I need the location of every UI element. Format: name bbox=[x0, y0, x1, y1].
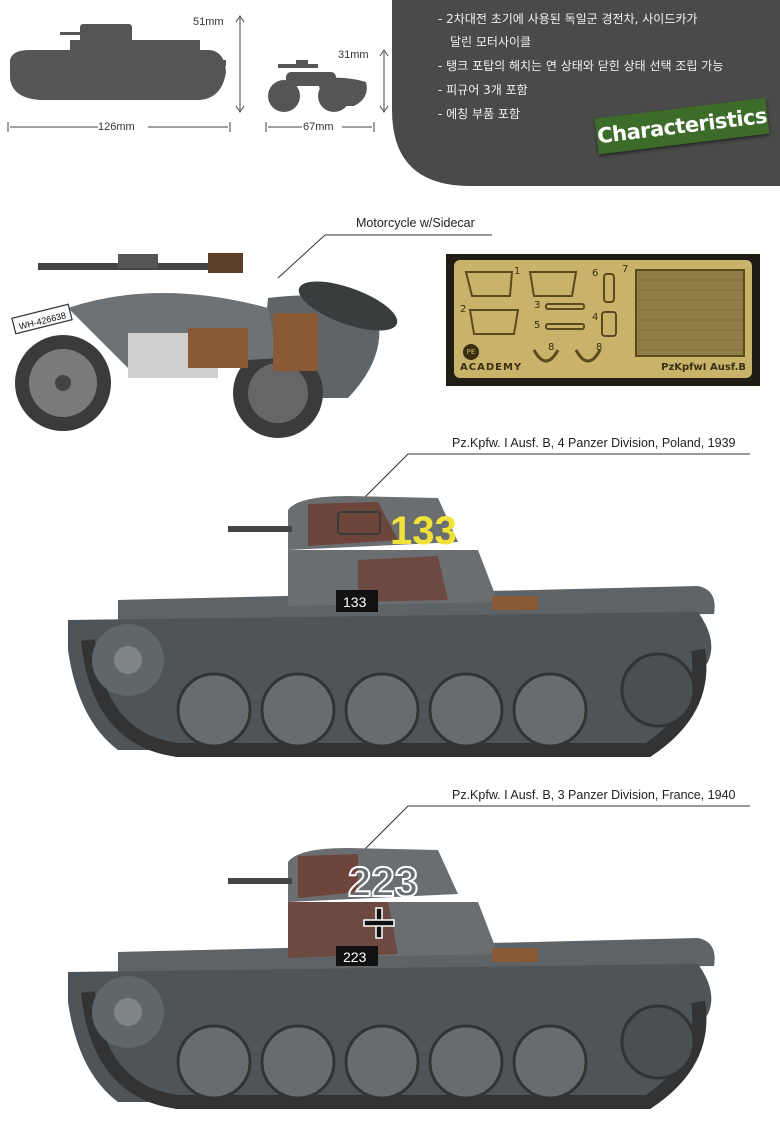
photo-etch-parts bbox=[464, 269, 745, 363]
tank1-caption: Pz.Kpfw. I Ausf. B, 4 Panzer Division, P… bbox=[452, 436, 736, 450]
feature-item-2: - 탱크 포탑의 해치는 연 상태와 닫힌 상태 선택 조립 가능 bbox=[438, 59, 724, 73]
tank1-turret-number: 133 bbox=[390, 509, 457, 553]
motorcycle-leader-line bbox=[277, 234, 492, 279]
pe-part-3: 3 bbox=[534, 300, 541, 311]
motorcycle-silhouette-icon bbox=[268, 60, 367, 112]
motorcycle-length-label: 67mm bbox=[303, 121, 334, 133]
pe-part-2: 2 bbox=[460, 304, 467, 315]
pe-part-5: 5 bbox=[534, 320, 541, 331]
tank-silhouette-icon bbox=[10, 24, 226, 105]
feature-item-1-cont: 달린 모터사이클 bbox=[450, 35, 532, 49]
pe-part-7: 7 bbox=[622, 264, 629, 275]
feature-item-1: - 2차대전 초기에 사용된 독일군 경전차, 사이드카가 bbox=[438, 12, 698, 26]
motorcycle-sidecar-illustration: WH-426638 bbox=[11, 253, 398, 438]
tank1-hull-number: 133 bbox=[343, 594, 367, 610]
tank2-leader-line bbox=[361, 805, 750, 853]
tank-height-line bbox=[235, 15, 245, 113]
tank-length-label: 126mm bbox=[98, 121, 135, 133]
pe-part-4: 4 bbox=[592, 312, 599, 323]
tank2-turret-number: 223 bbox=[348, 858, 418, 905]
feature-item-4: - 에칭 부품 포함 bbox=[438, 107, 521, 121]
tank1-illustration: 133 133 bbox=[68, 496, 715, 757]
motorcycle-length-line bbox=[265, 122, 375, 132]
tank2-illustration: 223 223 bbox=[68, 848, 715, 1109]
pe-part-6: 6 bbox=[592, 268, 599, 279]
tank-length-line bbox=[7, 122, 231, 132]
tank2-hull-number: 223 bbox=[343, 949, 367, 965]
motorcycle-height-label: 31mm bbox=[338, 49, 369, 61]
pe-brand: ACADEMY bbox=[460, 362, 523, 373]
pe-part-1: 1 bbox=[514, 266, 521, 277]
pe-mark: PE bbox=[463, 344, 479, 360]
tank2-caption: Pz.Kpfw. I Ausf. B, 3 Panzer Division, F… bbox=[452, 788, 736, 802]
motorcycle-caption: Motorcycle w/Sidecar bbox=[356, 216, 475, 230]
pe-part-8a: 8 bbox=[548, 342, 555, 353]
tank1-leader-line bbox=[361, 453, 750, 501]
feature-item-3: - 피규어 3개 포함 bbox=[438, 83, 528, 97]
balkenkreuz-icon bbox=[363, 907, 395, 939]
pe-product: PzKpfwI Ausf.B bbox=[661, 362, 746, 373]
pe-part-8b: 8 bbox=[596, 342, 603, 353]
tank-height-label: 51mm bbox=[193, 16, 224, 28]
photo-etch-sheet: 1 2 3 4 5 6 7 8 8 PE ACADEMY PzKpfwI Aus… bbox=[446, 254, 760, 386]
motorcycle-height-line bbox=[379, 49, 389, 113]
